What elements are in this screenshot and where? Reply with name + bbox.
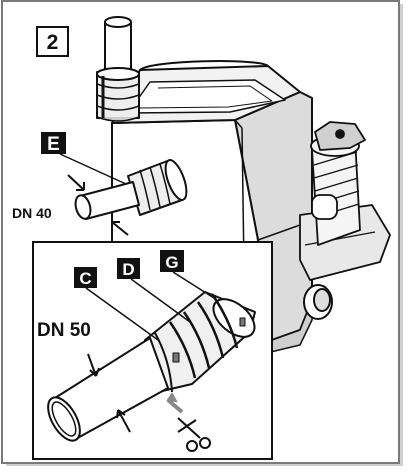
arrow-icon bbox=[116, 409, 126, 419]
dn50-dimension: DN 50 bbox=[37, 320, 131, 433]
callout-d: D bbox=[117, 258, 191, 323]
callout-g-label: G bbox=[165, 253, 178, 272]
detail-inset: C D G DN 50 bbox=[32, 241, 273, 460]
arrow-icon bbox=[67, 174, 85, 191]
side-inlet-coupling bbox=[74, 159, 188, 220]
dn40-label: DN 40 bbox=[12, 205, 52, 221]
motor-assembly bbox=[299, 121, 391, 281]
arrow-icon bbox=[111, 221, 120, 230]
callout-c: C bbox=[74, 267, 159, 341]
arrow-icon bbox=[111, 221, 129, 236]
arrow-icon bbox=[117, 409, 131, 433]
callout-e: E bbox=[41, 132, 127, 185]
step-number-box: 2 bbox=[36, 26, 69, 57]
callout-c-label: C bbox=[79, 269, 91, 288]
scissors-icon bbox=[166, 392, 211, 452]
dn50-label: DN 50 bbox=[37, 320, 91, 341]
step-number: 2 bbox=[47, 31, 59, 54]
dn40-dimension: DN 40 bbox=[12, 174, 129, 236]
inset-pipe bbox=[47, 337, 169, 442]
arrow-icon bbox=[76, 182, 85, 191]
callout-d-label: D bbox=[122, 260, 134, 279]
callout-e-label: E bbox=[47, 134, 60, 155]
arrow-icon bbox=[87, 353, 97, 377]
drain-plug bbox=[303, 284, 333, 320]
arrow-icon bbox=[89, 367, 100, 377]
callout-g: G bbox=[160, 250, 215, 299]
vent-pipe bbox=[96, 16, 140, 122]
